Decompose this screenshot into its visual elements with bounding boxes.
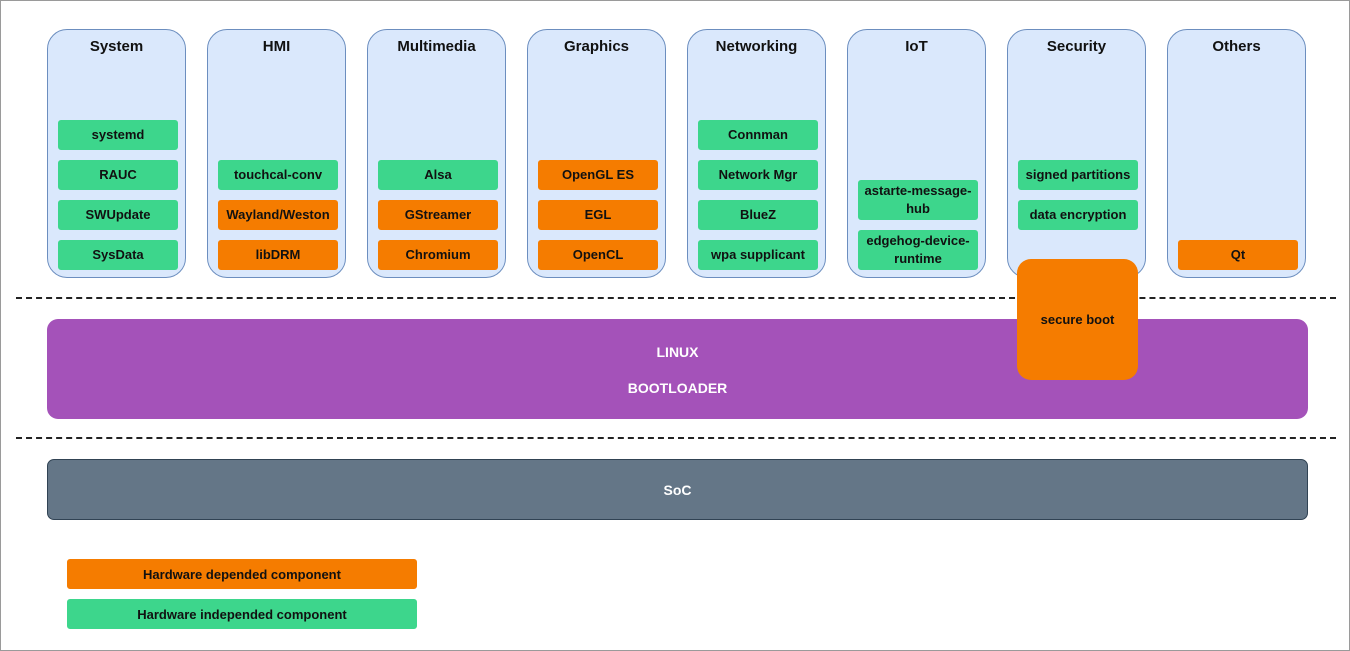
bootloader-label: BOOTLOADER [627, 380, 728, 396]
component-gstreamer: GStreamer [378, 200, 498, 230]
component-rauc: RAUC [58, 160, 178, 190]
component-data-encryption: data encryption [1018, 200, 1138, 230]
component-opengl-es: OpenGL ES [538, 160, 658, 190]
component-swupdate: SWUpdate [58, 200, 178, 230]
component-wayland-weston: Wayland/Weston [218, 200, 338, 230]
component-sysdata: SysData [58, 240, 178, 270]
component-network-mgr: Network Mgr [698, 160, 818, 190]
category-security: Security signed partitions data encrypti… [1007, 29, 1146, 278]
component-chromium: Chromium [378, 240, 498, 270]
category-title: Multimedia [397, 38, 476, 55]
category-title: HMI [262, 38, 291, 55]
component-edgehog-device-runtime: edgehog-device-runtime [858, 230, 978, 270]
component-systemd: systemd [58, 120, 178, 150]
component-secure-boot: secure boot [1017, 259, 1138, 380]
category-title: Graphics [563, 38, 630, 55]
separator-line [16, 437, 1336, 439]
category-title: IoT [905, 38, 928, 55]
category-title: Security [1046, 38, 1107, 55]
component-egl: EGL [538, 200, 658, 230]
category-title: Others [1212, 38, 1261, 55]
category-iot: IoT astarte-message-hub edgehog-device-r… [847, 29, 986, 278]
component-libdrm: libDRM [218, 240, 338, 270]
component-opencl: OpenCL [538, 240, 658, 270]
component-signed-partitions: signed partitions [1018, 160, 1138, 190]
component-connman: Connman [698, 120, 818, 150]
component-bluez: BlueZ [698, 200, 818, 230]
component-qt: Qt [1178, 240, 1298, 270]
component-wpa-supplicant: wpa supplicant [698, 240, 818, 270]
category-multimedia: Multimedia Alsa GStreamer Chromium [367, 29, 506, 278]
legend-hardware-dependent: Hardware depended component [67, 559, 417, 589]
legend-hardware-independent: Hardware independed component [67, 599, 417, 629]
category-title: System [89, 38, 144, 55]
linux-label: LINUX [656, 344, 699, 360]
separator-line [16, 297, 1336, 299]
component-alsa: Alsa [378, 160, 498, 190]
soc-layer: SoC [47, 459, 1308, 520]
category-networking: Networking Connman Network Mgr BlueZ wpa… [687, 29, 826, 278]
category-title: Networking [715, 38, 798, 55]
component-astarte-message-hub: astarte-message-hub [858, 180, 978, 220]
category-others: Others Qt [1167, 29, 1306, 278]
component-touchcal-conv: touchcal-conv [218, 160, 338, 190]
category-graphics: Graphics OpenGL ES EGL OpenCL [527, 29, 666, 278]
category-system: System systemd RAUC SWUpdate SysData [47, 29, 186, 278]
category-hmi: HMI touchcal-conv Wayland/Weston libDRM [207, 29, 346, 278]
